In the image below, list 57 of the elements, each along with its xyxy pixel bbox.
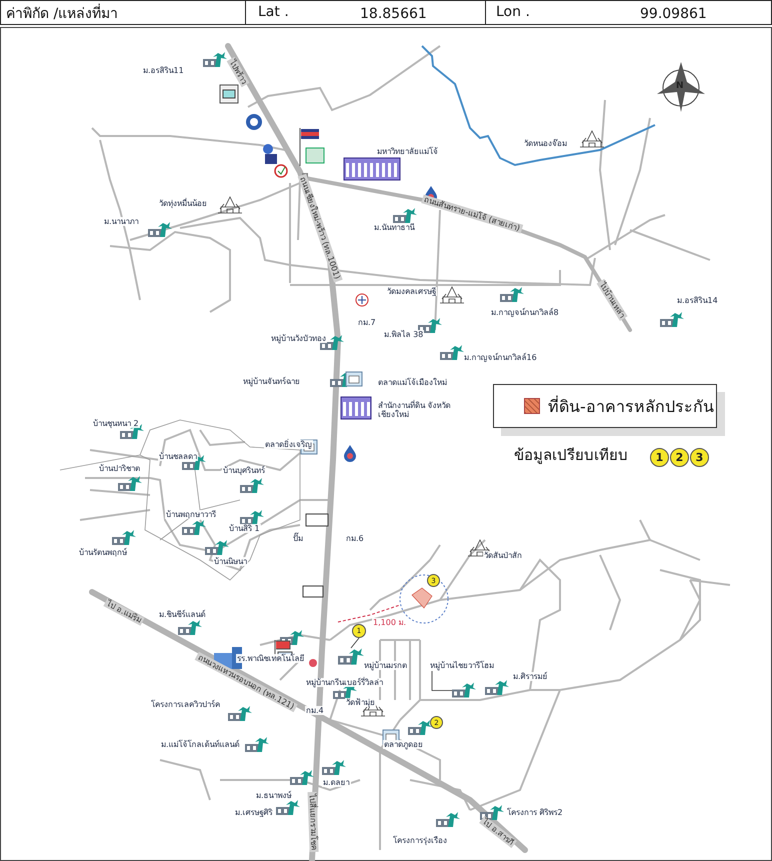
place-label: ตลาดแม่โจ้เมืองใหม่ [377,378,448,388]
place-label: บ้านพฤกษาวารี [165,510,217,520]
place-label: ม.ธนาพงษ์ [255,791,293,800]
place-label: หมู่บ้านมรกต [363,661,408,670]
place-label: กม.6 [345,534,365,544]
place-label: บ้านนิษนา [213,557,248,566]
place-label: หมู่บ้านจันทร์ฉาย [242,377,301,386]
place-label: ม.เศรษฐศิริ [234,808,274,818]
place-label: ม.นานาภา [103,217,140,226]
place-label: บ้านปาริชาต [98,464,141,474]
place-label: ม.ศิรารมย์ [512,672,549,682]
place-label: วัดฟ้ามุ่ย [345,698,376,708]
place-label: ม.กาญจน์กนกวิลล์8 [490,308,560,318]
place-label: ม.แม่โจ้โกลเด้นท์แลนด์ [160,740,241,750]
place-label: ตลาดยิ่งเจริญ [264,440,313,450]
place-label: ปั๊ม [292,534,304,544]
place-label: ม.ดลยา [322,778,351,788]
place-label: วัดทุ่งหมื่นน้อย [158,199,208,208]
distance-label: 1,100 ม. [372,618,407,628]
field-label: ค่าพิกัด /แหล่งที่มา [6,6,118,22]
place-label: บ้านสิริ 1 [228,524,261,534]
legend-note: ข้อมูลเปรียบเทียบ [514,447,628,464]
place-label: ม.พิลไล 38 [383,330,424,340]
place-label: บ้านชุนหนา 2 [92,419,140,428]
place-label: โครงการรุ่งเรือง [392,836,448,846]
place-label: ม.กาญจน์กนกวิลล์16 [463,353,538,362]
marker-number: 1 [650,448,669,467]
marker-number: 3 [690,448,709,467]
place-label: บ้านบุศรินทร์ [222,466,266,476]
legend-label: ที่ดิน-อาคารหลักประกัน [548,394,714,418]
place-label: มหาวิทยาลัยแม่โจ้ [376,147,439,156]
place-label: บ้านชลลดา [158,452,198,462]
place-label: โครงการ ศิริพร2 [506,808,564,818]
road-label: ไปสี่แยกรวมโชค [307,792,319,852]
village-icon [452,682,476,699]
place-label: กม.4 [305,706,325,716]
leader-line [432,670,452,691]
marker-number: 2 [670,448,689,467]
place-label: วัดหนองจ๊อม [523,139,568,148]
place-label: วัดสันป่าสัก [483,551,523,560]
place-label: ม.อรสิริน11 [142,66,185,76]
village-icon [338,648,364,666]
place-label: วัดมงคลเศรษฐี [386,287,437,296]
place-label: ม.นันทาธานี [373,223,416,232]
coordinate-value: 99.09861 [640,6,707,22]
place-label: กม.7 [357,318,377,328]
place-label: หมู่บ้านไชยวารีโฮม [430,660,512,671]
coordinate-value: 18.85661 [360,6,427,22]
place-label: ตลาดภูดอย [383,740,424,750]
place-label: บ้านรัตนพฤกษ์ [78,548,128,558]
place-label: หมู่บ้านวังบัวทอง [270,334,327,344]
place-label: ม.อรสิริน14 [676,296,719,306]
place-label: โครงการเลควิวปาร์ค [150,700,221,710]
leader-line [350,638,360,648]
place-label: ม.ชินชีร์แลนด์ [158,610,207,620]
field-label: Lat . [258,4,289,20]
field-label: Lon . [496,4,530,20]
